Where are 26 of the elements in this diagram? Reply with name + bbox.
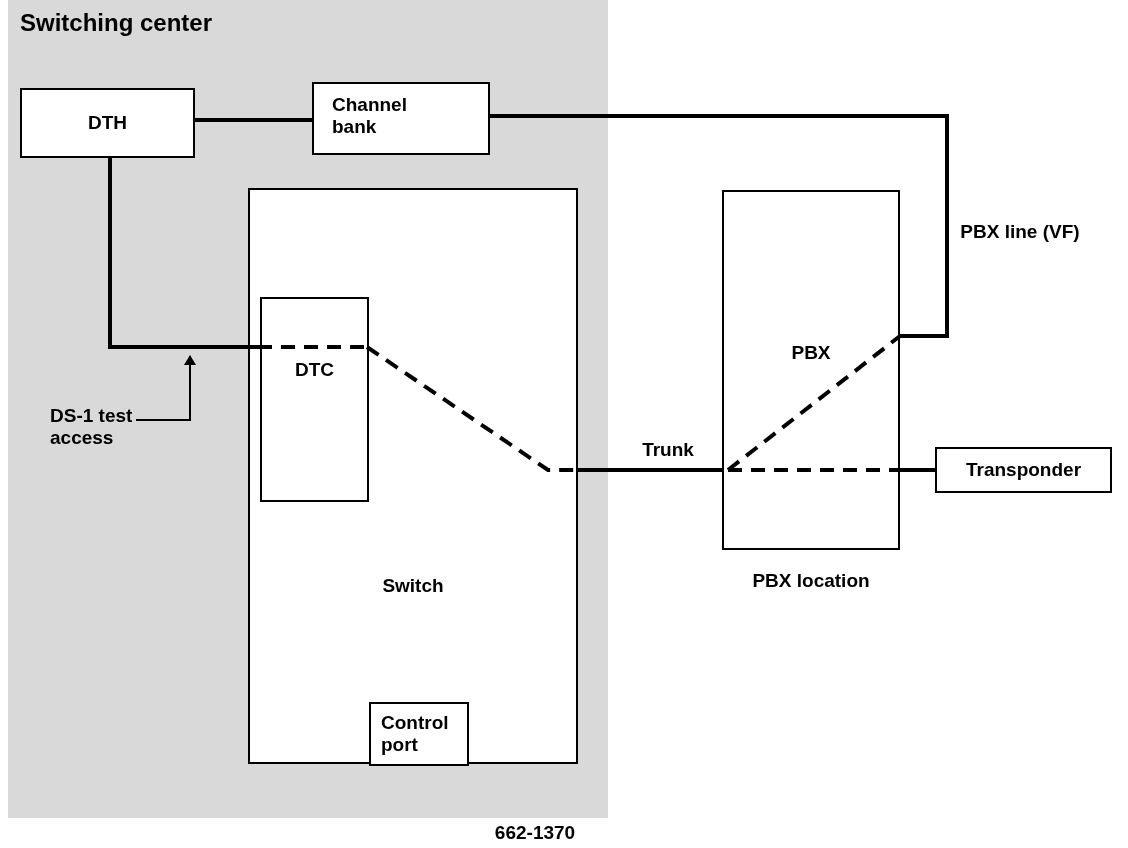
node-label: DTH (86, 112, 129, 134)
group-title: Switching center (20, 12, 213, 34)
group-area (8, 0, 608, 818)
node-label: DTC (293, 359, 336, 381)
node-label: Transponder (964, 459, 1083, 481)
leader-line (135, 355, 196, 421)
connector-line (195, 118, 312, 122)
connector-line (900, 468, 935, 472)
node-label: Channel bank (332, 94, 408, 138)
process-box (369, 702, 469, 766)
node-caption: PBX location (751, 570, 871, 592)
process-box (260, 297, 369, 502)
process-box (935, 447, 1112, 493)
annotation-text: DS-1 test access (50, 405, 134, 449)
connector-line (578, 468, 722, 472)
node-label: Switch (381, 575, 445, 597)
node-label: PBX (790, 342, 832, 364)
figure-number: 662-1370 (494, 822, 576, 844)
process-box (20, 88, 195, 158)
node-label: Control port (381, 712, 450, 756)
edge-label: Trunk (642, 439, 694, 461)
process-box (312, 82, 490, 155)
process-box (248, 188, 578, 764)
connector-line (108, 158, 258, 349)
connector-line (490, 114, 949, 338)
edge-label: PBX line (VF) (960, 221, 1080, 243)
